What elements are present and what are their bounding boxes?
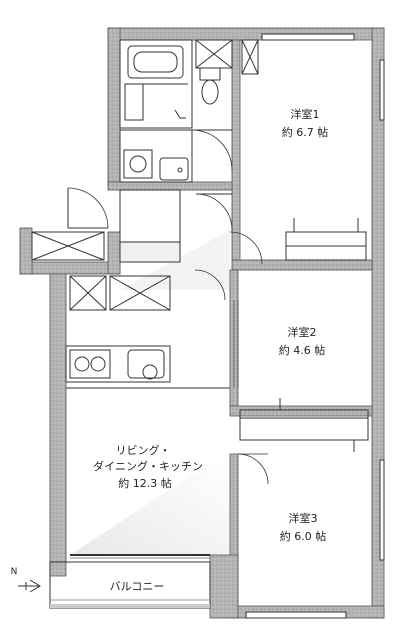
kitchen-sink	[127, 349, 165, 379]
western3-size: 約 6.0 帖	[280, 529, 327, 543]
sliding-doors	[233, 218, 369, 452]
western1-name: 洋室1	[291, 107, 320, 121]
wash-basin	[159, 157, 189, 181]
ldk-size: 約 12.3 帖	[118, 476, 172, 490]
western3-name: 洋室3	[289, 511, 318, 525]
entrance	[67, 187, 263, 301]
floor-shading	[70, 230, 230, 555]
compass-icon: N	[11, 567, 41, 593]
bathtub	[127, 45, 184, 79]
washroom	[119, 129, 193, 183]
closets	[69, 39, 259, 311]
compass-label: N	[11, 567, 18, 577]
balcony	[49, 554, 211, 609]
western1-size: 約 6.7 帖	[282, 125, 329, 139]
ldk-name-line2: ダイニング・キッチン	[93, 459, 203, 473]
toilet	[191, 39, 233, 171]
kitchen-counter	[65, 345, 230, 389]
stove	[69, 349, 111, 379]
balcony-name: バルコニー	[110, 580, 165, 593]
storage-box	[31, 231, 105, 261]
bathroom	[119, 39, 193, 129]
room-labels: 洋室1 約 6.7 帖 洋室2 約 4.6 帖 リビング・ ダイニング・キッチン…	[93, 107, 328, 593]
washing-machine	[123, 149, 153, 179]
ldk-name-line1: リビング・	[116, 443, 171, 457]
western2-size: 約 4.6 帖	[279, 343, 326, 357]
windows	[245, 33, 385, 619]
western2-name: 洋室2	[288, 325, 317, 339]
door-western3	[237, 453, 269, 485]
